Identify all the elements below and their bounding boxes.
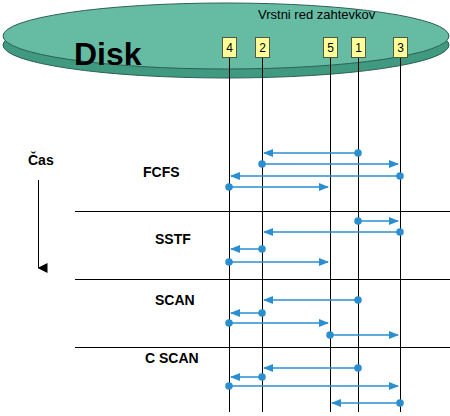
algorithm-label: SCAN (155, 292, 195, 308)
request-number: 2 (259, 42, 266, 54)
algorithm-label: SSTF (155, 231, 191, 247)
request-box: 4 (222, 37, 237, 58)
request-number: 4 (226, 42, 233, 54)
time-label: Čas (28, 152, 54, 168)
request-number: 5 (327, 42, 334, 54)
disk-platter: Disk Vrstni red zahtevkov 4 2 5 1 3 (0, 0, 450, 82)
algorithm-label: FCFS (143, 164, 180, 180)
request-box: 1 (351, 37, 366, 58)
request-number: 3 (397, 42, 404, 54)
seek-arrows (226, 150, 403, 406)
disk-title: Disk (74, 36, 142, 73)
request-box: 5 (323, 37, 338, 58)
time-arrow (38, 180, 39, 268)
request-box: 3 (393, 37, 408, 58)
algorithm-label: C SCAN (145, 350, 199, 366)
track-lines (230, 58, 401, 412)
request-box: 2 (255, 37, 270, 58)
request-number: 1 (355, 42, 362, 54)
separators (75, 212, 450, 348)
queue-caption: Vrstni red zahtevkov (258, 7, 375, 22)
